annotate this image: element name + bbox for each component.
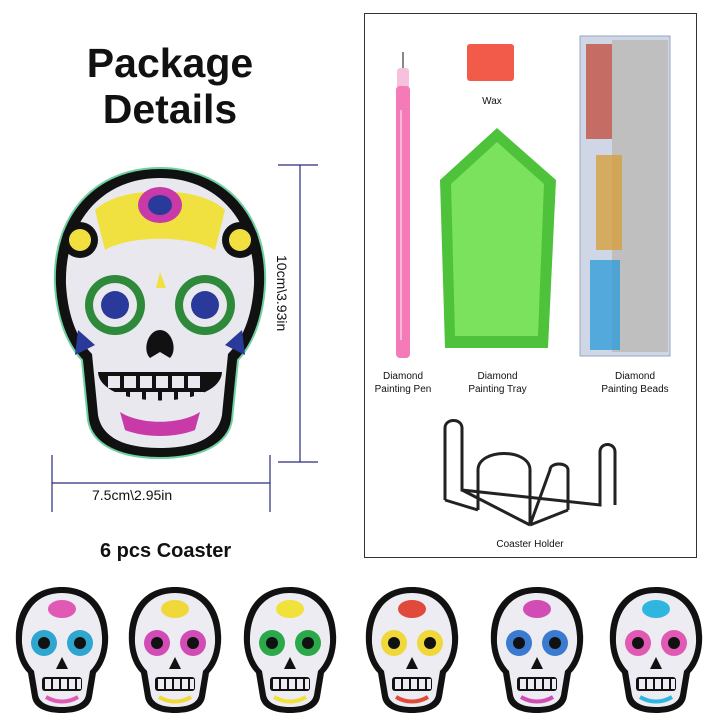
- main-skull-coaster: [53, 166, 267, 460]
- wax-block: [467, 44, 514, 81]
- skull-coaster-3: [243, 587, 337, 713]
- coaster-row: [0, 585, 720, 715]
- title-line-2: Details: [102, 86, 238, 132]
- skull-coaster-1: [15, 587, 109, 713]
- skull-coaster-2: [128, 587, 222, 713]
- skull-coaster-5: [490, 587, 584, 713]
- skull-coaster-4: [365, 587, 459, 713]
- beads-label: Diamond Painting Beads: [601, 371, 669, 395]
- wax-label: Wax: [482, 96, 502, 107]
- diamond-painting-beads: [579, 35, 671, 357]
- coaster-count-label: 6 pcs Coaster: [100, 540, 232, 562]
- skull-coaster-6: [609, 587, 703, 713]
- holder-label: Coaster Holder: [496, 539, 564, 550]
- dimension-lines: [51, 164, 318, 512]
- diamond-painting-pen: [396, 52, 410, 358]
- tray-label: Diamond Painting Tray: [468, 371, 527, 395]
- accessories-panel: [364, 13, 697, 558]
- title-line-1: Package: [86, 40, 254, 86]
- page-title: Package Details: [40, 40, 300, 132]
- width-dimension-label: 7.5cm\2.95in: [92, 487, 173, 503]
- diamond-painting-tray: [440, 128, 556, 348]
- coaster-holder: [443, 419, 617, 527]
- pen-label: Diamond Painting Pen: [374, 371, 432, 395]
